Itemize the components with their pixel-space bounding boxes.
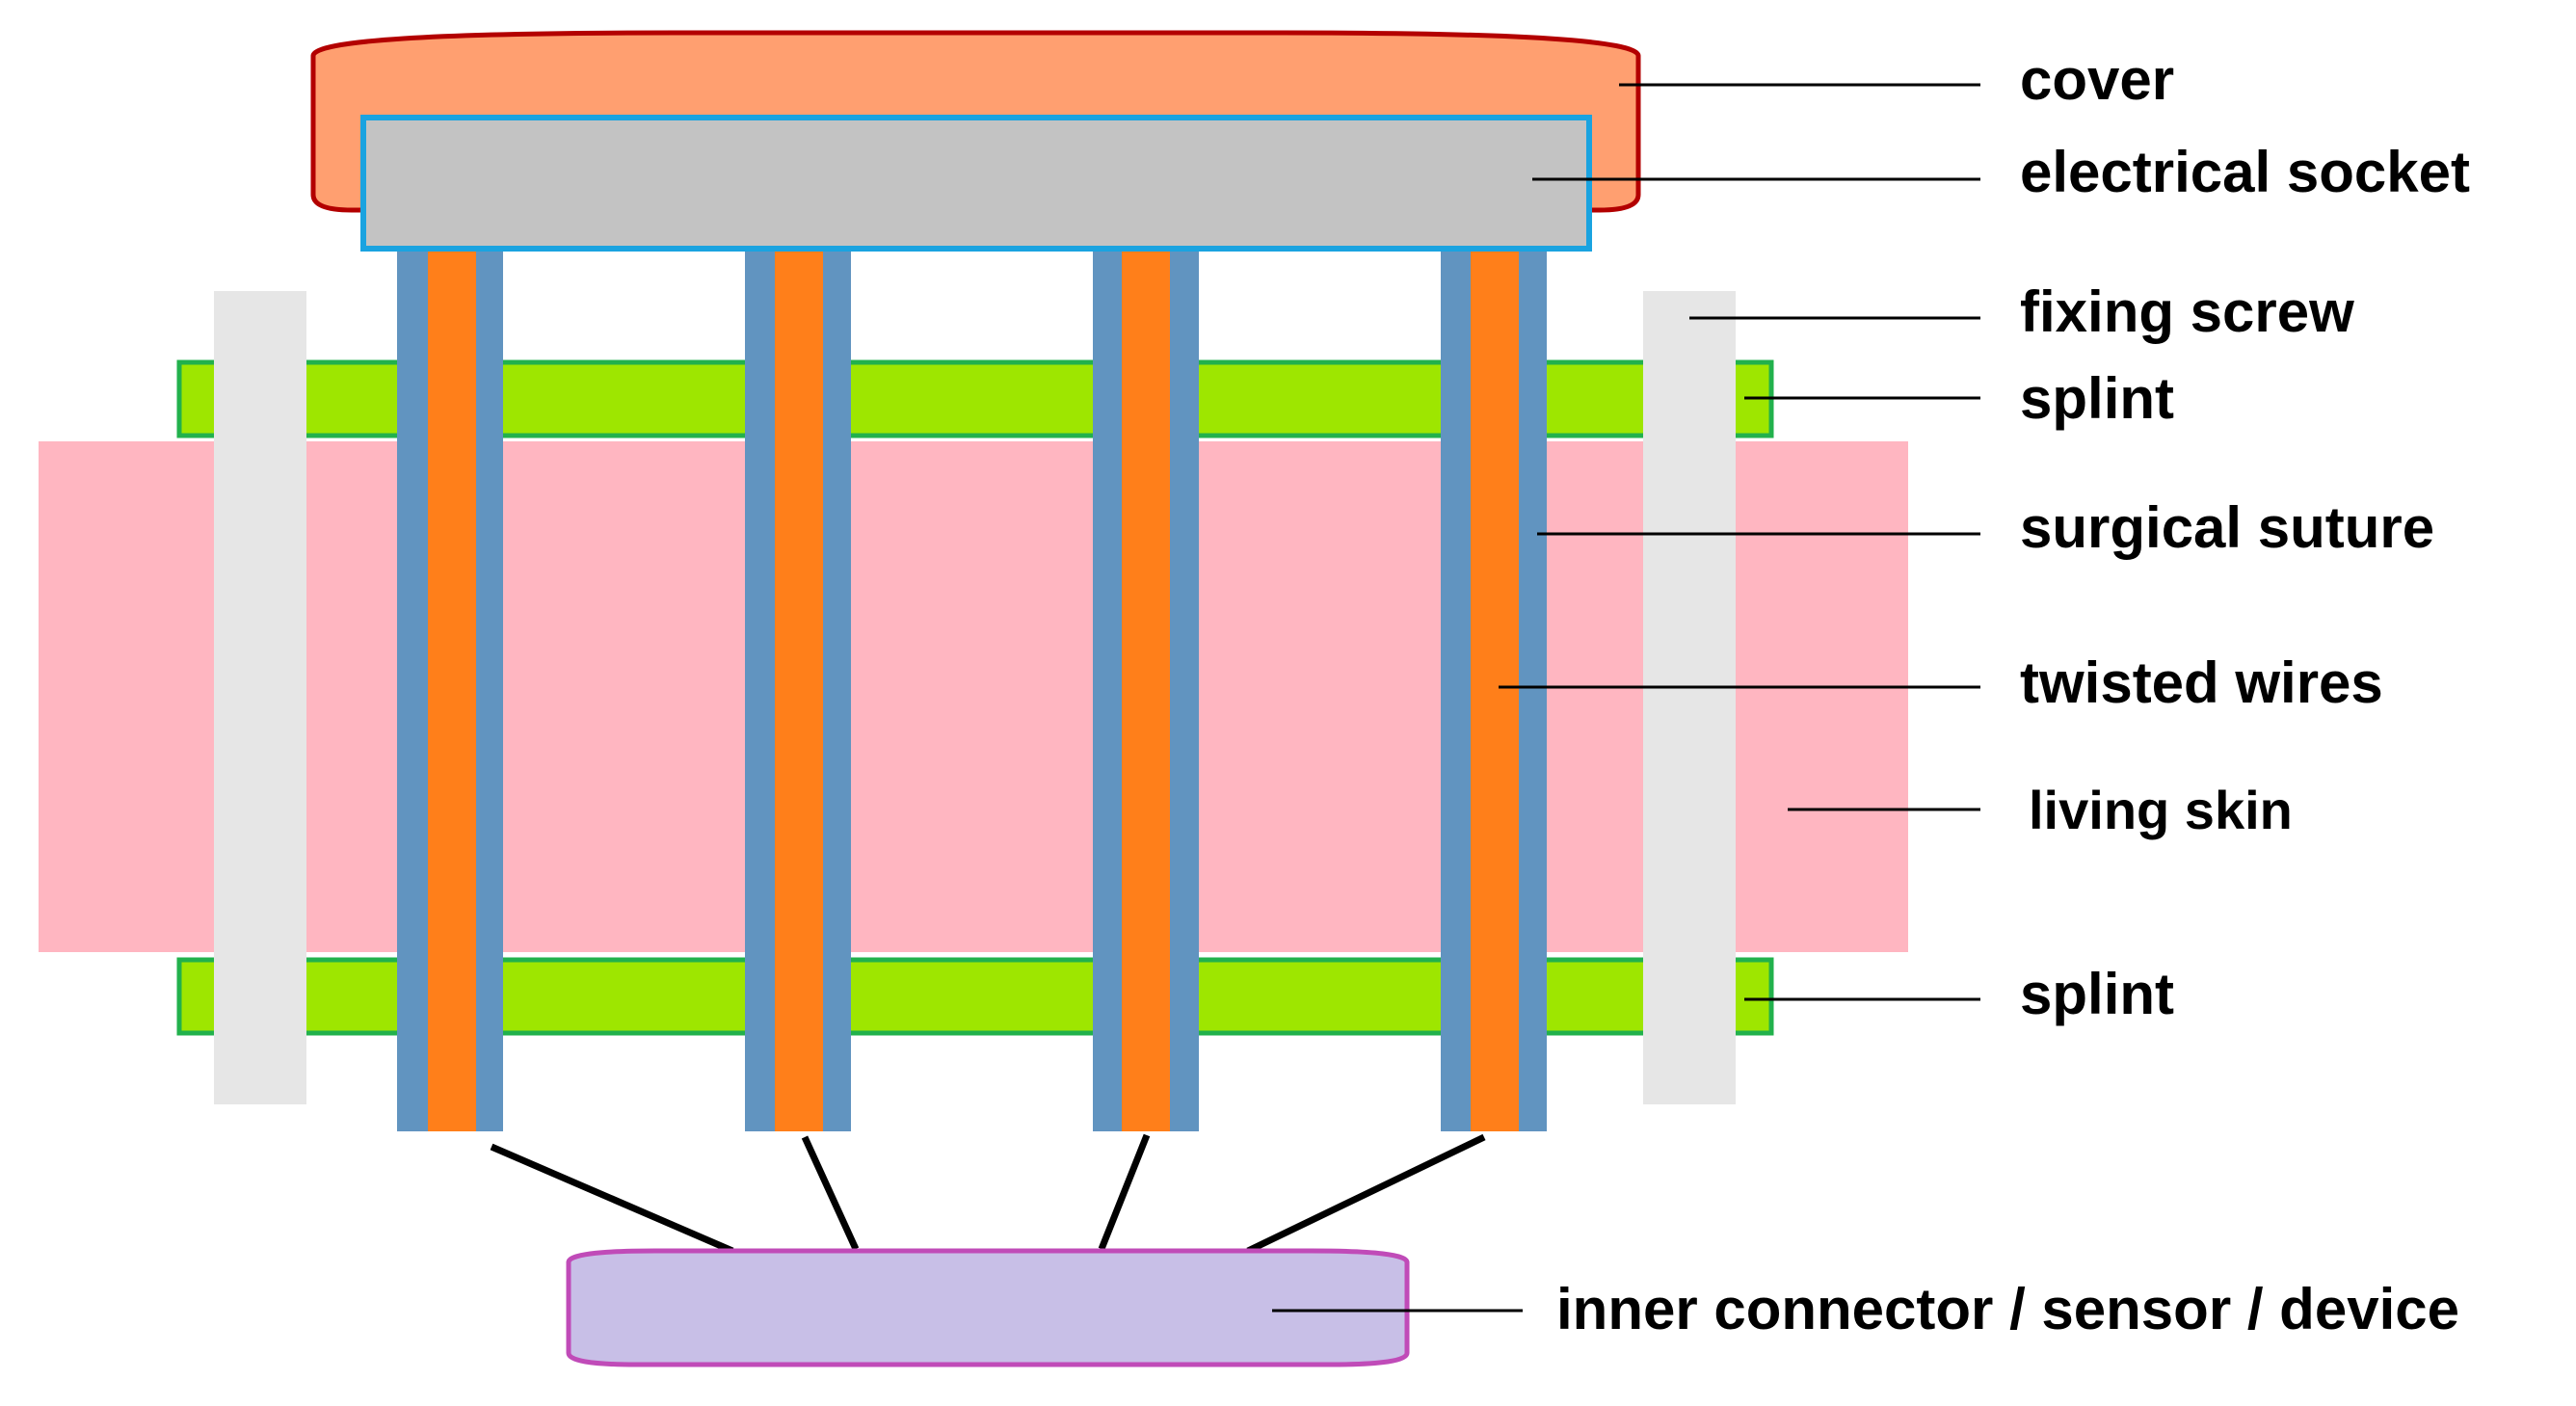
inner-device [566, 1248, 1410, 1367]
label-splint-top: splint [2020, 366, 2174, 431]
link-wire-1 [490, 1143, 734, 1255]
label-inner-device: inner connector / sensor / device [1556, 1277, 2459, 1341]
label-electrical-socket: electrical socket [2020, 140, 2470, 204]
twisted-wires-1 [428, 241, 476, 1131]
label-surgical-suture: surgical suture [2020, 495, 2434, 560]
link-wire-2 [801, 1135, 860, 1251]
twisted-wires-3 [1122, 241, 1170, 1131]
link-wire-4 [1246, 1133, 1486, 1255]
label-cover: cover [2020, 47, 2174, 112]
label-twisted-wires: twisted wires [2020, 650, 2383, 715]
label-fixing-screw: fixing screw [2020, 279, 2354, 344]
fixing-screw-right [1643, 291, 1736, 1104]
twisted-wires-2 [775, 241, 823, 1131]
label-splint-bottom: splint [2020, 962, 2174, 1026]
feedthrough-2 [745, 241, 851, 1131]
electrical-socket [360, 115, 1592, 252]
feedthrough-3 [1093, 241, 1199, 1131]
link-wire-3 [1098, 1133, 1151, 1251]
label-living-skin: living skin [2029, 780, 2293, 840]
fixing-screw-left [214, 291, 306, 1104]
feedthrough-1 [397, 241, 503, 1131]
living-skin [39, 441, 1908, 952]
